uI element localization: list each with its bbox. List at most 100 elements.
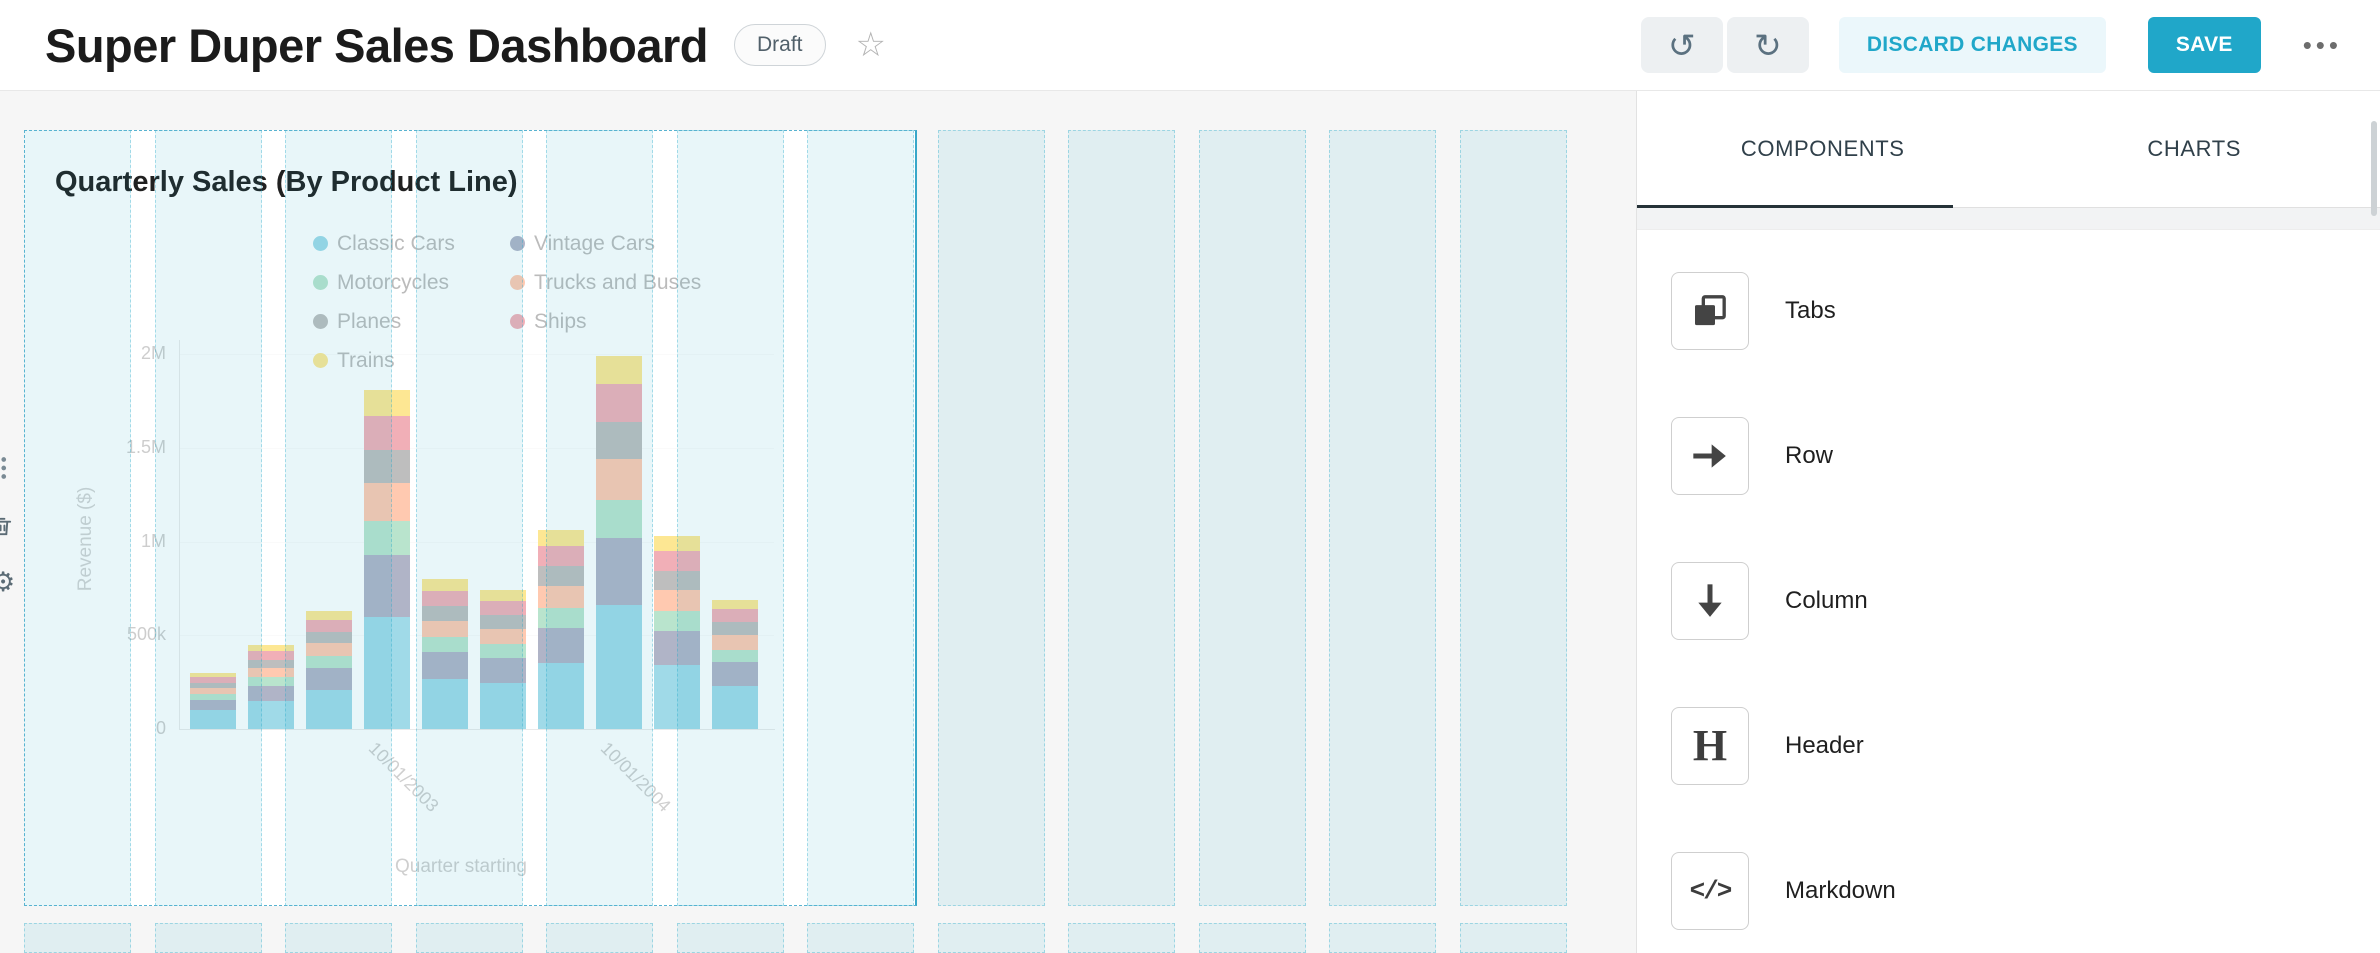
sidebar-scrollbar[interactable] xyxy=(2371,121,2377,216)
bar-segment xyxy=(306,643,352,657)
bar-segment xyxy=(654,570,700,591)
undo-icon: ↺ xyxy=(1668,26,1696,64)
component-label: Markdown xyxy=(1785,876,1896,904)
component-card-column[interactable]: Column xyxy=(1637,528,2380,673)
legend-dot xyxy=(510,236,525,251)
legend-dot xyxy=(510,314,525,329)
y-tick-label: 0 xyxy=(155,718,166,738)
bar-segment xyxy=(422,590,468,606)
grid-column xyxy=(937,130,1045,906)
legend-item: Trucks and Buses xyxy=(510,263,701,302)
bar-segment xyxy=(190,688,236,695)
x-tick-label: 10/01/2003 xyxy=(364,738,443,816)
grid-column xyxy=(546,923,653,953)
bar-segment xyxy=(248,659,294,669)
bar-segment xyxy=(712,662,758,686)
bar-segment xyxy=(480,614,526,629)
chart-card[interactable]: Quarterly Sales (By Product Line) Revenu… xyxy=(24,130,917,906)
bar-segment xyxy=(480,628,526,644)
bar-segment xyxy=(364,415,410,450)
gridline xyxy=(180,354,774,355)
dashboard-header: Super Duper Sales Dashboard Draft ☆ ↺ ↻ … xyxy=(0,0,2380,91)
legend-item: Classic Cars xyxy=(313,224,455,263)
bar-segment xyxy=(190,699,236,711)
legend-label: Trucks and Buses xyxy=(534,270,702,294)
bar-segment xyxy=(596,421,642,460)
bar-segment xyxy=(654,630,700,666)
undo-button[interactable]: ↺ xyxy=(1640,17,1723,73)
bar-segment xyxy=(422,620,468,638)
header-icon: H xyxy=(1671,706,1749,785)
component-card-row[interactable]: Row xyxy=(1637,383,2380,528)
redo-icon: ↻ xyxy=(1754,26,1782,64)
tab-charts[interactable]: CHARTS xyxy=(2147,136,2242,161)
legend-label: Motorcycles xyxy=(337,270,450,294)
legend-dot xyxy=(313,275,328,290)
dashboard-canvas[interactable]: Quarterly Sales (By Product Line) Revenu… xyxy=(0,91,1636,953)
y-tick-label: 1M xyxy=(140,530,166,551)
sidebar-tabbar: COMPONENTS CHARTS xyxy=(1637,91,2380,208)
favorite-star-icon[interactable]: ☆ xyxy=(855,26,886,64)
grid-column xyxy=(1329,130,1436,906)
x-tick-label: 10/01/2004 xyxy=(596,738,675,816)
bar-segment xyxy=(712,599,758,610)
discard-changes-button[interactable]: DISCARD CHANGES xyxy=(1838,17,2106,73)
grid-column xyxy=(1068,130,1175,906)
bar-segment xyxy=(712,622,758,636)
bar-segment xyxy=(596,459,642,501)
bar-segment xyxy=(248,685,294,701)
arrow-right-icon xyxy=(1671,416,1749,495)
grid-column xyxy=(154,923,262,953)
bar-segment xyxy=(190,676,236,683)
grid-column xyxy=(937,923,1045,953)
legend-dot xyxy=(313,353,328,368)
x-axis-title: Quarter starting xyxy=(395,856,527,877)
grid-column xyxy=(1459,130,1567,906)
redo-button[interactable]: ↻ xyxy=(1726,17,1809,73)
delete-chart-icon[interactable] xyxy=(0,515,14,542)
undo-redo-group: ↺ ↻ xyxy=(1640,17,1809,73)
bar-segment xyxy=(480,683,526,729)
bar-segment xyxy=(538,627,584,664)
bar-segment xyxy=(538,566,584,586)
legend-item: Ships xyxy=(510,302,701,341)
grid-column xyxy=(1198,130,1306,906)
bar-segment xyxy=(712,609,758,623)
legend-item: Vintage Cars xyxy=(510,224,701,263)
drag-handle-icon[interactable] xyxy=(0,455,8,485)
legend-item: Planes xyxy=(313,302,455,341)
component-card-markdown[interactable]: </>Markdown xyxy=(1637,818,2380,953)
bar-segment xyxy=(248,700,294,729)
bar-segment xyxy=(306,689,352,729)
y-axis-line xyxy=(179,340,180,730)
grid-column xyxy=(1329,923,1436,953)
bar-segment xyxy=(248,651,294,660)
chart-title: Quarterly Sales (By Product Line) xyxy=(55,166,518,198)
page-title: Super Duper Sales Dashboard xyxy=(45,18,708,72)
component-card-tabs[interactable]: Tabs xyxy=(1637,238,2380,383)
bar-segment xyxy=(364,483,410,521)
bar-segment xyxy=(422,679,468,729)
tab-components[interactable]: COMPONENTS xyxy=(1637,91,2009,208)
y-tick-label: 1.5M xyxy=(125,436,166,457)
more-menu-icon[interactable]: ••• xyxy=(2302,29,2342,60)
gridline xyxy=(180,448,774,449)
settings-gear-icon[interactable]: ⚙ xyxy=(0,567,16,597)
grid-column xyxy=(285,923,392,953)
bar-segment xyxy=(306,656,352,669)
bar-segment xyxy=(306,619,352,632)
save-button[interactable]: SAVE xyxy=(2147,17,2261,73)
legend-dot xyxy=(313,236,328,251)
bar-segment xyxy=(596,605,642,729)
legend-label: Trains xyxy=(337,348,395,372)
bar-segment xyxy=(422,605,468,621)
bar-segment xyxy=(306,668,352,690)
bar-segment xyxy=(596,356,642,385)
bar-segment xyxy=(538,663,584,729)
bar-segment xyxy=(364,449,410,484)
component-label: Tabs xyxy=(1785,296,1836,324)
